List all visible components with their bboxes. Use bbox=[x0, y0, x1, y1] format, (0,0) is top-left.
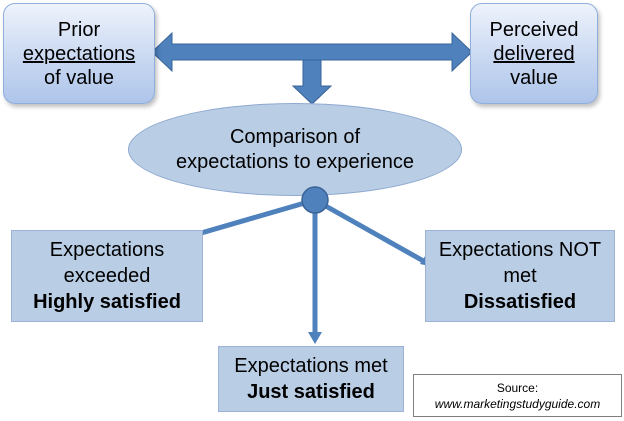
comparison-oval: Comparison of expectations to experience bbox=[128, 103, 462, 196]
not-met-line3: Dissatisfied bbox=[463, 291, 577, 313]
met-line2: Just satisfied bbox=[247, 381, 375, 403]
comparison-line2: expectations to experience bbox=[176, 150, 414, 173]
prior-expectations-box: Prior expectations of value bbox=[3, 3, 155, 104]
perceived-line1: Perceived bbox=[489, 18, 579, 41]
source-box: Source: www.marketingstudyguide.com bbox=[413, 374, 622, 417]
exceeded-line2: exceeded bbox=[63, 265, 151, 287]
not-met-line1: Expectations NOT bbox=[438, 239, 602, 261]
perceived-value-box: Perceived delivered value bbox=[470, 3, 598, 104]
down-arrow bbox=[291, 59, 333, 105]
prior-line3: of value bbox=[43, 66, 115, 89]
branch-line-right bbox=[313, 197, 429, 266]
hub-circle bbox=[301, 186, 329, 214]
perceived-line3: value bbox=[510, 66, 558, 89]
source-url: www.marketingstudyguide.com bbox=[434, 396, 601, 411]
expectations-met-box: Expectations met Just satisfied bbox=[218, 346, 404, 412]
perceived-line2: delivered bbox=[493, 42, 575, 65]
prior-line2: expectations bbox=[22, 42, 136, 65]
expectations-not-met-box: Expectations NOT met Dissatisfied bbox=[425, 230, 615, 322]
met-line1: Expectations met bbox=[234, 355, 388, 377]
branch-line-left bbox=[183, 197, 316, 241]
not-met-line2: met bbox=[503, 265, 537, 287]
exceeded-line1: Expectations bbox=[49, 239, 165, 261]
source-label: Source: bbox=[496, 380, 539, 395]
arrowhead-down bbox=[308, 332, 322, 344]
exceeded-line3: Highly satisfied bbox=[33, 291, 181, 313]
expectations-exceeded-box: Expectations exceeded Highly satisfied bbox=[11, 230, 203, 322]
prior-line1: Prior bbox=[57, 18, 101, 41]
comparison-line1: Comparison of bbox=[229, 125, 361, 148]
